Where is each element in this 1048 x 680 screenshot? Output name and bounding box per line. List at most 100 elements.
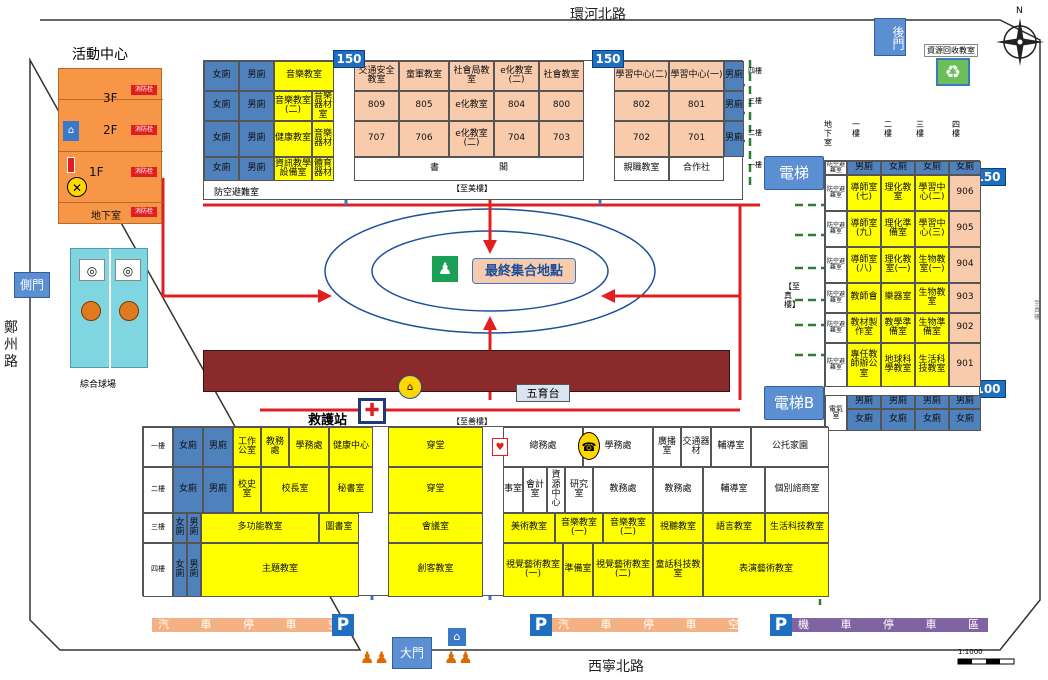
compass-north-icon: N (1016, 6, 1023, 16)
zhishan-label: 【至善樓】 (452, 417, 492, 426)
personnel-office: 事室 (503, 467, 523, 513)
room-804: 804 (494, 91, 539, 121)
hoop-icon: ◎ (79, 259, 105, 281)
toilet-women: 女廁 (881, 161, 915, 175)
teacher-union: 教師會 (847, 283, 881, 313)
stage: 五育台 (516, 384, 570, 402)
north-floor-3: 三樓 (748, 97, 762, 105)
it-equipment-room: 資訊教學設備室 (274, 157, 312, 181)
toilet-men: 男廁 (949, 395, 981, 409)
activity-center: 3F 2F 1F 地下室 消防栓 消防栓 消防栓 消防栓 ⌂ ✕ (58, 68, 163, 224)
music-room: 音樂教室 (274, 61, 334, 91)
general-affairs-office: 總務處 (503, 427, 583, 467)
floor-3f: 3F (103, 91, 118, 105)
activity-center-title: 活動中心 (72, 47, 128, 63)
multipurpose-room: 多功能教室 (201, 513, 319, 543)
toilet-women: 女廁 (847, 409, 881, 431)
e-classroom: e化教室 (449, 91, 494, 121)
av-room: 視聽教室 (653, 513, 703, 543)
toilet-women: 女廁 (204, 61, 239, 91)
toilet-men: 男廁 (881, 395, 915, 409)
north-floor-2: 二樓 (748, 129, 762, 137)
learning-center-2: 學習中心(二) (614, 61, 669, 91)
toilet-men: 男廁 (724, 121, 744, 157)
learning-center-3: 學習中心(三) (915, 211, 949, 247)
parking-middle: 汽 車 停 車 空 間 (552, 618, 738, 632)
people-icon: ♟♟ (444, 648, 473, 667)
room-706: 706 (399, 121, 449, 157)
fire-hydrant-icon: 消防栓 (131, 125, 157, 135)
capacity-badge-150: 150 (592, 50, 624, 68)
east-shelter: 防空避難室 (825, 313, 847, 343)
room-707: 707 (354, 121, 399, 157)
living-tech-room: 生活科技教室 (765, 513, 829, 543)
room-906: 906 (949, 175, 981, 211)
extinguisher-icon (67, 157, 75, 173)
east-shelter: 防空避難室 (825, 247, 847, 283)
toilet-women: 女廁 (204, 157, 239, 181)
principal-office: 校長室 (261, 467, 329, 513)
toilet-women: 女廁 (173, 513, 187, 543)
academic-office: 教務處 (593, 467, 653, 513)
student-affairs-office: 學務處 (289, 427, 329, 467)
toilet-women: 女廁 (173, 467, 203, 513)
north-floor-1: 一樓 (748, 161, 762, 169)
room-802: 802 (614, 91, 669, 121)
toilet-men: 男廁 (724, 61, 744, 91)
library: 書 閣 (354, 157, 584, 181)
room-701: 701 (669, 121, 724, 157)
elevator-a: 電梯 (764, 156, 824, 190)
toilet-men: 男廁 (203, 467, 233, 513)
road-west: 鄭州路 (4, 320, 18, 370)
east-floor-3: 三樓 (916, 120, 924, 138)
hoop-icon: ◎ (115, 259, 141, 281)
toilet-men: 男廁 (915, 395, 949, 409)
fairy-tech-room: 童話科技教室 (653, 543, 703, 597)
north-floor-4: 四樓 (748, 67, 762, 75)
assembly-icon: ♟ (432, 256, 458, 282)
childcare-home: 公托家園 (751, 427, 829, 467)
floor-2f: 2F (103, 123, 118, 137)
music-equipment-room: 音樂器材室 (312, 91, 334, 121)
toilet-men: 男廁 (187, 543, 201, 597)
physics-prep-room: 理化準備室 (881, 211, 915, 247)
learning-center-2: 學習中心(二) (915, 175, 949, 211)
south-floor-1: 一樓 (143, 427, 173, 467)
traffic-equipment: 交通器材 (681, 427, 711, 467)
south-floor-3: 三樓 (143, 513, 173, 543)
biology-room: 生物教室 (915, 283, 949, 313)
recycle-room-label: 資源回收教室 (924, 44, 978, 57)
library-char-2: 閣 (499, 163, 509, 174)
east-shelter: 防空避難室 (825, 175, 847, 211)
assembly-point: 最終集合地點 (472, 258, 576, 284)
gate-house-icon: ⌂ (448, 628, 466, 646)
research-room: 研究室 (565, 467, 593, 513)
toilet-women: 女廁 (204, 91, 239, 121)
east-shelter: 防空避難室 (825, 343, 847, 387)
recycle-icon: ♻ (936, 58, 970, 86)
earth-science-room: 地球科學教室 (881, 343, 915, 387)
parking-icon: P (530, 614, 552, 636)
toilet-men: 男廁 (239, 91, 274, 121)
floor-1f: 1F (89, 165, 104, 179)
teaching-prep-room: 教學準備室 (881, 313, 915, 343)
maker-room: 創客教室 (388, 543, 483, 597)
hallway: 穿堂 (388, 427, 483, 467)
room-809: 809 (354, 91, 399, 121)
elevator-b: 電梯B (764, 386, 824, 420)
east-building: 防空避難室 男廁 女廁 女廁 女廁 防空避難室 導師室(七) 理化教室 學習中心… (824, 160, 981, 431)
hallway: 穿堂 (388, 467, 483, 513)
academic-office: 教務處 (653, 467, 703, 513)
history-room: 校史室 (233, 467, 261, 513)
physics-room-1: 理化教室(一) (881, 247, 915, 283)
sports-equipment-room: 體育器材 (312, 157, 334, 181)
parking-right: 機 車 停 車 區 (792, 618, 988, 632)
first-aid-icon: ✚ (358, 398, 386, 424)
social-room: 社會教室 (539, 61, 584, 91)
east-shelter-head: 防空避難室 (825, 161, 847, 175)
field-strip (203, 350, 730, 392)
east-floor-2: 二樓 (884, 120, 892, 138)
toilet-women: 女廁 (915, 409, 949, 431)
toilet-men: 男廁 (847, 161, 881, 175)
first-aid-station-label: 救護站 (308, 413, 348, 428)
